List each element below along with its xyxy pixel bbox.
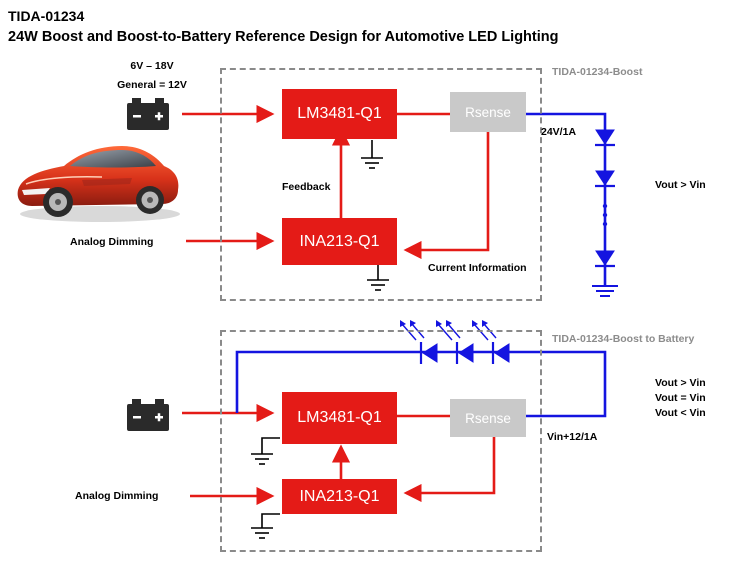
ground-icon [367, 265, 389, 291]
battery-led-loop [235, 350, 607, 418]
ground-icon [251, 437, 280, 465]
input-nominal: General = 12V [117, 79, 187, 91]
current-info-arrow [403, 437, 496, 503]
design-id: TIDA-01234 [8, 8, 85, 24]
led-diode-icon [491, 342, 510, 364]
ina213-block: INA213-Q1 [282, 218, 397, 265]
boost-frame [220, 68, 542, 301]
lm3481-block: LM3481-Q1 [282, 392, 397, 444]
ground-icon [361, 140, 383, 169]
current-info-label: Current Information [428, 262, 527, 274]
led-string-wire [526, 112, 607, 285]
rsense-block: Rsense [450, 92, 526, 132]
condition-label: Vout = Vin [655, 392, 706, 404]
battery-icon [127, 98, 169, 130]
dimming-label: Analog Dimming [70, 236, 154, 248]
led-diode-icon [455, 342, 474, 364]
input-range: 6V – 18V [130, 60, 174, 72]
battery-icon [127, 399, 169, 431]
condition-label: Vout < Vin [655, 407, 706, 419]
led-diode-icon [419, 342, 438, 364]
led-diode-icon [595, 129, 615, 147]
current-info-arrow [403, 131, 490, 260]
ina213-block: INA213-Q1 [282, 479, 397, 514]
led-ellipsis [602, 203, 608, 227]
feedback-label: Feedback [282, 181, 331, 193]
output-rating: Vin+12/1A [547, 431, 598, 443]
battery-frame-label: TIDA-01234-Boost to Battery [552, 333, 695, 345]
lm3481-block: LM3481-Q1 [282, 89, 397, 139]
dimming-label: Analog Dimming [75, 490, 159, 502]
battery-frame [220, 330, 542, 552]
car-icon [17, 146, 180, 222]
rsense-block: Rsense [450, 399, 526, 437]
condition-label: Vout > Vin [655, 377, 706, 389]
ground-icon [592, 285, 618, 297]
page-title: 24W Boost and Boost-to-Battery Reference… [8, 29, 559, 45]
led-diode-icon [595, 250, 615, 268]
ground-icon [251, 513, 280, 539]
condition-label: Vout > Vin [655, 179, 706, 191]
output-rating: 24V/1A [541, 126, 577, 138]
led-diode-icon [595, 170, 615, 188]
light-emission-tips [400, 320, 488, 327]
boost-frame-label: TIDA-01234-Boost [552, 66, 643, 78]
